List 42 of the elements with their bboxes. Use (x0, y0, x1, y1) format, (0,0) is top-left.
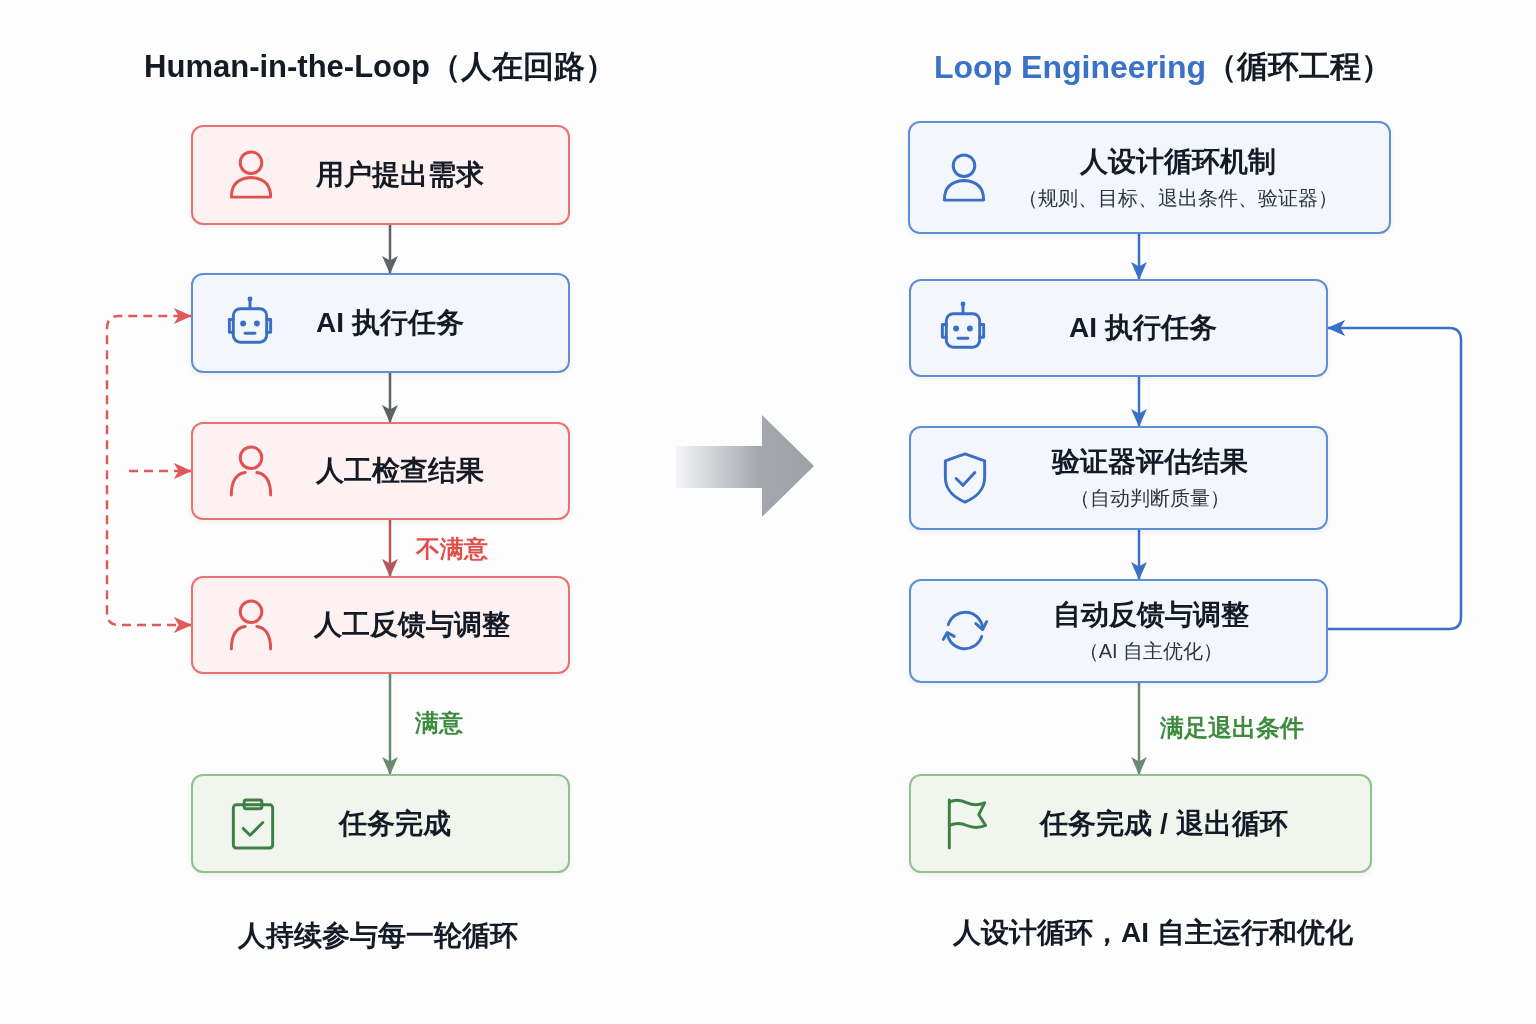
arrow (382, 373, 398, 423)
step-label: 人工反馈与调整 (314, 608, 510, 642)
step-label: 人工检查结果 (316, 454, 484, 488)
process-box (191, 774, 570, 873)
step-label: 用户提出需求 (316, 158, 484, 192)
process-box (191, 125, 570, 225)
process-box (909, 279, 1328, 377)
step-label: AI 执行任务 (316, 306, 464, 340)
step-label: 任务完成 / 退出循环 (1040, 806, 1288, 841)
process-box (191, 273, 570, 373)
dashed-arrow (105, 308, 192, 633)
process-box (908, 121, 1391, 234)
step-note: （AI 自主优化） (1078, 639, 1224, 664)
step-label: AI 执行任务 (1069, 311, 1217, 345)
process-box (909, 774, 1372, 873)
process-box (909, 426, 1328, 530)
edge-label: 满意 (413, 708, 465, 738)
process-box (909, 579, 1328, 683)
summary-caption: 人持续参与每一轮循环 (238, 919, 518, 953)
arrow (1131, 234, 1147, 280)
dashed-arrow (129, 463, 192, 479)
arrow (382, 225, 398, 274)
step-title: 人设计循环机制 (1080, 144, 1276, 179)
step-note: （自动判断质量） (1070, 486, 1230, 511)
arrow (1131, 377, 1147, 427)
column-title: Human-in-the-Loop（人在回路） (144, 48, 616, 86)
step-label: 任务完成 (339, 806, 451, 841)
step-title: 自动反馈与调整 (1053, 598, 1249, 632)
arrow (1131, 683, 1147, 775)
arrow (382, 520, 398, 577)
process-box (191, 576, 570, 674)
arrow (1327, 320, 1463, 631)
arrow (1131, 530, 1147, 580)
process-box (191, 422, 570, 520)
arrow (382, 674, 398, 775)
step-note: （规则、目标、退出条件、验证器） (1018, 185, 1338, 211)
edge-label: 不满意 (414, 534, 490, 564)
column-title: Loop Engineering (934, 48, 1206, 87)
step-title: 验证器评估结果 (1052, 445, 1248, 479)
summary-caption: 人设计循环，AI 自主运行和优化 (953, 916, 1353, 950)
column-title: （循环工程） (1206, 48, 1392, 86)
edge-label: 满足退出条件 (1158, 713, 1306, 743)
